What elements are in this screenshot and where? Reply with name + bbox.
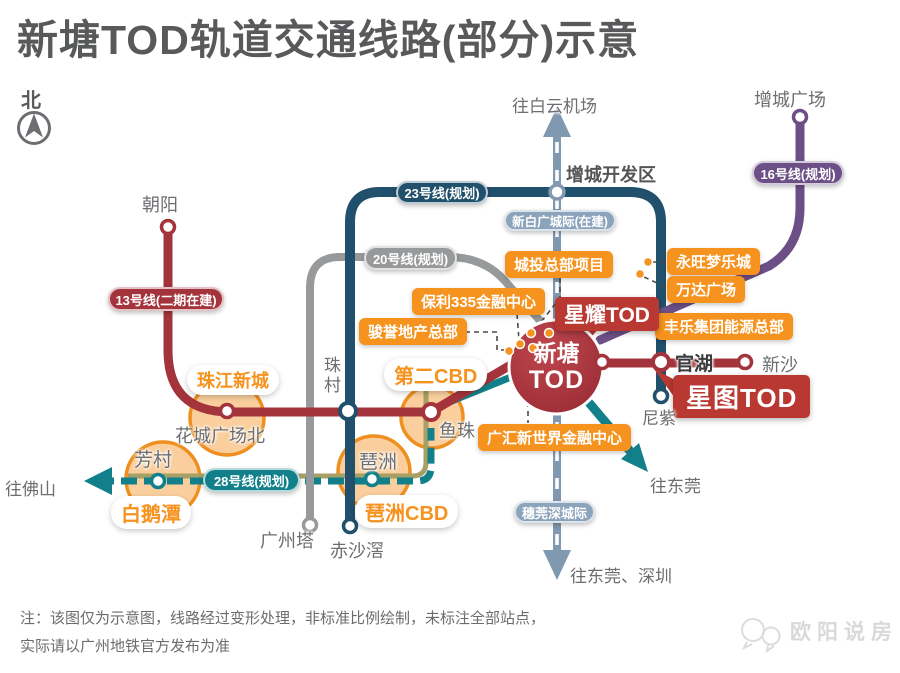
page-title: 新塘TOD轨道交通线路(部分)示意 — [17, 17, 640, 63]
project-label-wanda: 万达广场 — [667, 276, 746, 303]
station-marker-zengchengkaifaqu — [548, 183, 566, 201]
badge-line-16: 16号线(规划) — [752, 161, 844, 185]
station-marker-zhucun — [338, 401, 358, 421]
project-label-yongwang: 永旺梦乐城 — [667, 248, 761, 275]
xintang-tod-name-en: TOD — [528, 366, 585, 395]
callout-xingtu-tod: 星图TOD — [673, 375, 811, 418]
station-label-guangzhouta: 广州塔 — [260, 531, 314, 551]
olive-line-path — [128, 363, 429, 479]
project-dots — [503, 256, 654, 357]
project-dot — [527, 342, 539, 354]
direction-label-foshan: 往佛山 — [5, 480, 56, 499]
direction-label-dongguan-shenzhen: 往东莞、深圳 — [570, 567, 672, 586]
project-label-baoli: 保利335金融中心 — [412, 288, 546, 315]
station-marker-chaoyang — [159, 218, 177, 236]
watermark-chat-icon — [741, 618, 781, 654]
airport-arrow-icon — [543, 107, 571, 137]
station-label-zengchengkaifaqu: 增城开发区 — [566, 165, 656, 185]
badge-xinbaiguang-intercity: 新白广城际(在建) — [504, 210, 616, 231]
compass-north-label: 北 — [21, 90, 41, 112]
station-label-chaoyang: 朝阳 — [142, 195, 178, 215]
map-disclaimer-note: 注：该图仅为示意图，线路经过变形处理，非标准比例绘制，未标注全部站点， 实际请以… — [20, 605, 545, 661]
station-markers — [149, 108, 809, 535]
project-label-chengtou: 城投总部项目 — [505, 251, 614, 278]
connector-wanda — [643, 276, 667, 288]
line-28-path — [98, 428, 435, 485]
area-label-second-cbd: 第二CBD — [384, 358, 488, 391]
project-dot — [514, 338, 526, 350]
note-line-2: 实际请以广州地铁官方发布为准 — [20, 638, 231, 655]
connector-baoli — [516, 313, 520, 341]
station-label-guanhu: 官湖 — [675, 354, 714, 375]
project-label-junyu: 骏誉地产总部 — [359, 318, 468, 345]
badge-suiwanshen-intercity: 穗莞深城际 — [514, 501, 595, 523]
compass-icon — [17, 111, 51, 145]
callout-xingyao-tod: 星耀TOD — [555, 297, 659, 331]
area-label-zhujiangxincheng: 珠江新城 — [187, 365, 279, 395]
station-marker-xinsha — [736, 353, 754, 371]
station-marker-guangzhouta — [301, 516, 319, 534]
badge-line-13: 13号线(二期在建) — [108, 287, 224, 311]
watermark-text: 欧阳说房 — [790, 621, 898, 644]
badge-line-23: 23号线(规划) — [396, 181, 488, 204]
line-23-path — [345, 187, 666, 524]
project-dot — [525, 327, 537, 339]
station-label-zengchengguangchang: 增城广场 — [754, 90, 826, 110]
connector-junyu — [465, 331, 511, 351]
station-label-chishajiao: 赤沙滘 — [330, 541, 384, 561]
station-label-nizi: 尼紫 — [642, 409, 676, 428]
station-marker-zengchengguangchang — [791, 108, 809, 126]
station-label-xinsha: 新沙 — [762, 355, 798, 375]
note-line-1: 注：该图仅为示意图，线路经过变形处理，非标准比例绘制，未标注全部站点， — [20, 610, 546, 627]
line-16-path — [595, 117, 805, 345]
badge-line-28: 28号线(规划) — [203, 468, 300, 492]
station-marker-pazhou — [363, 470, 381, 488]
station-marker-nizi — [652, 387, 670, 405]
dongguan-arrow-icon — [621, 443, 648, 472]
station-marker-yuzhu — [421, 402, 441, 422]
line-13-path — [163, 225, 750, 417]
station-marker-huachengguangchangbei — [218, 402, 236, 420]
area-label-baietan: 白鹅潭 — [111, 496, 191, 529]
project-dot — [503, 345, 515, 357]
station-label-fangcun: 芳村 — [134, 450, 173, 471]
station-label-huachengguangchangbei: 花城广场北 — [175, 426, 265, 446]
station-marker-chishajiao — [341, 517, 359, 535]
station-label-yuzhu: 鱼珠 — [439, 421, 475, 441]
station-marker-fangcun — [149, 472, 167, 490]
station-marker-guanhu — [651, 352, 671, 372]
station-marker-xintang-tod — [593, 353, 611, 371]
project-label-guanghui: 广汇新世界金融中心 — [478, 424, 632, 451]
shenzhen-arrow-icon — [543, 550, 571, 580]
xintang-tod-name-cn: 新塘 — [533, 340, 580, 366]
direction-label-airport: 往白云机场 — [512, 97, 597, 116]
xingtu-callout-tail — [654, 369, 677, 401]
area-label-pazhou-cbd: 琶洲CBD — [355, 495, 459, 528]
xintang-tod-hub-label: 新塘 TOD — [508, 340, 605, 395]
badge-line-20: 20号线(规划) — [364, 246, 457, 270]
station-label-zhucun: 珠村 — [321, 356, 340, 396]
project-dot — [543, 327, 555, 339]
project-label-fengle: 丰乐集团能源总部 — [655, 313, 794, 340]
foshan-arrow-icon — [84, 467, 112, 495]
project-dot — [634, 268, 646, 280]
station-label-pazhou: 琶洲 — [359, 452, 398, 473]
project-dot — [642, 256, 654, 268]
direction-label-dongguan: 往东莞 — [650, 477, 701, 496]
